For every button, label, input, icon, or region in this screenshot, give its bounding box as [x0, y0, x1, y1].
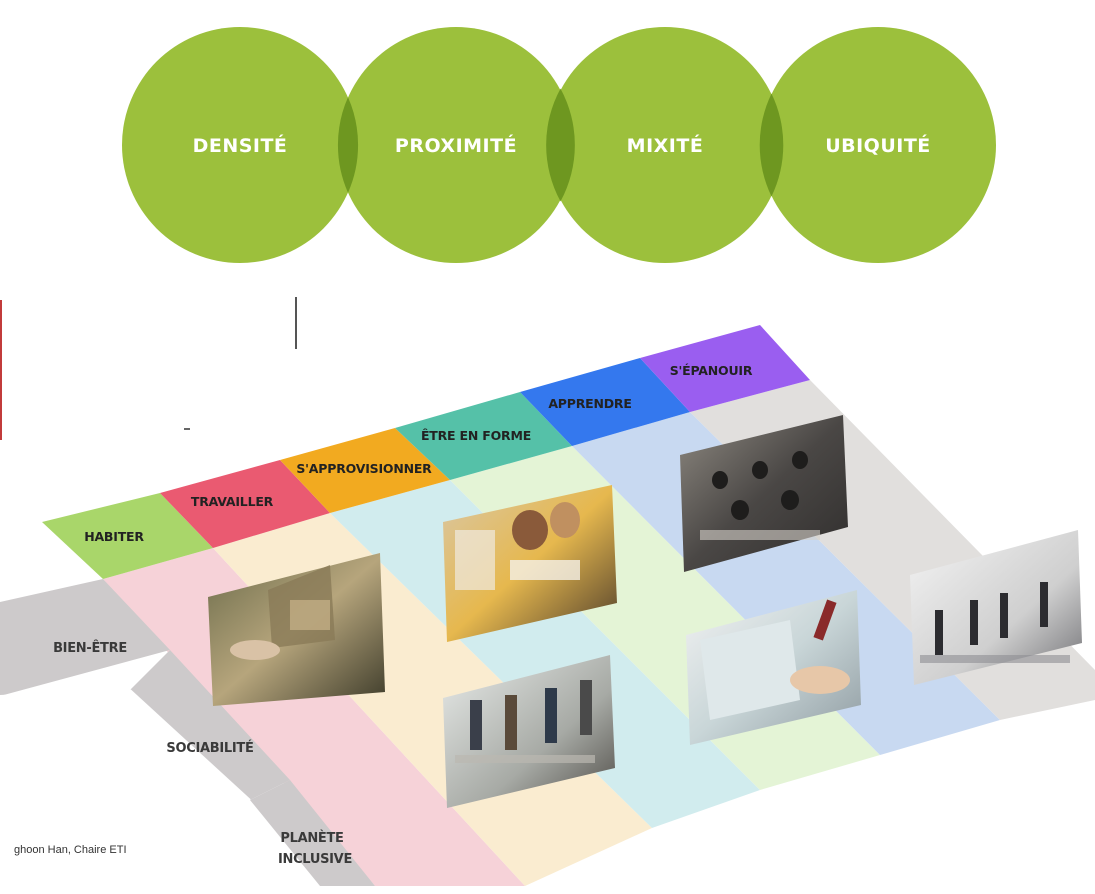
row-label-sociabilite: SOCIABILITÉ — [166, 740, 253, 756]
pillar-circle-ubiquite — [760, 27, 996, 263]
row-label-inclusive: INCLUSIVE — [278, 852, 352, 867]
row-divider-1 — [0, 689, 131, 697]
divider-mark — [295, 297, 297, 349]
overlap-lens-1 — [337, 97, 359, 193]
row-label-planete: PLANÈTE — [280, 830, 343, 846]
row-tile-sociabilite — [130, 650, 290, 800]
pillar-label-ubiquite: UBIQUITÉ — [825, 134, 931, 157]
tablet-writing-photo — [686, 590, 861, 745]
row-tile-bien-etre — [0, 579, 170, 696]
yoga-class-photo — [910, 530, 1082, 685]
row-divider-2 — [129, 689, 251, 801]
pillar-label-densite: DENSITÉ — [193, 134, 288, 157]
edge-mark — [0, 300, 2, 440]
pillar-circle-mixite — [547, 27, 783, 263]
category-label-apprendre: APPRENDRE — [548, 396, 631, 411]
tick-mark — [184, 428, 190, 430]
house-keys-photo — [208, 553, 385, 706]
pillar-label-proximite: PROXIMITÉ — [395, 134, 517, 157]
overlap-lens-2 — [546, 88, 575, 202]
category-label-travailler: TRAVAILLER — [191, 494, 274, 509]
overlap-lens-3 — [759, 93, 784, 197]
pillar-circle-proximite — [338, 27, 574, 263]
category-label-habiter: HABITER — [84, 529, 144, 544]
tile-travailler — [160, 460, 330, 548]
tile-apprendre — [520, 358, 690, 446]
category-labels: HABITER TRAVAILLER S'APPROVISIONNER ÊTRE… — [84, 363, 753, 544]
category-label-sapprovisionner: S'APPROVISIONNER — [296, 461, 432, 476]
band-habiter — [103, 548, 525, 886]
classroom-photo — [680, 415, 848, 572]
row-labels: BIEN-ÊTRE SOCIABILITÉ PLANÈTE INCLUSIVE — [53, 640, 352, 867]
cafe-photo — [443, 485, 617, 642]
category-label-sepanouir: S'ÉPANOUIR — [670, 363, 753, 378]
office-meeting-photo — [443, 655, 615, 808]
tile-etre-en-forme — [395, 392, 572, 480]
band-apprendre — [572, 412, 1000, 755]
row-label-bien-etre: BIEN-ÊTRE — [53, 640, 127, 656]
row-tile-planete — [250, 780, 375, 886]
pillar-label-mixite: MIXITÉ — [627, 134, 704, 157]
tile-sapprovisionner — [280, 428, 450, 513]
image-credit: ghoon Han, Chaire ETI — [14, 844, 127, 856]
band-sapprovisionner — [330, 480, 760, 828]
tile-sepanouir — [640, 325, 810, 412]
pillar-circle-densite — [122, 27, 358, 263]
category-label-etre-en-forme: ÊTRE EN FORME — [421, 428, 531, 443]
tile-habiter — [42, 493, 213, 579]
pillars-group: DENSITÉ PROXIMITÉ MIXITÉ UBIQUITÉ — [122, 27, 996, 263]
